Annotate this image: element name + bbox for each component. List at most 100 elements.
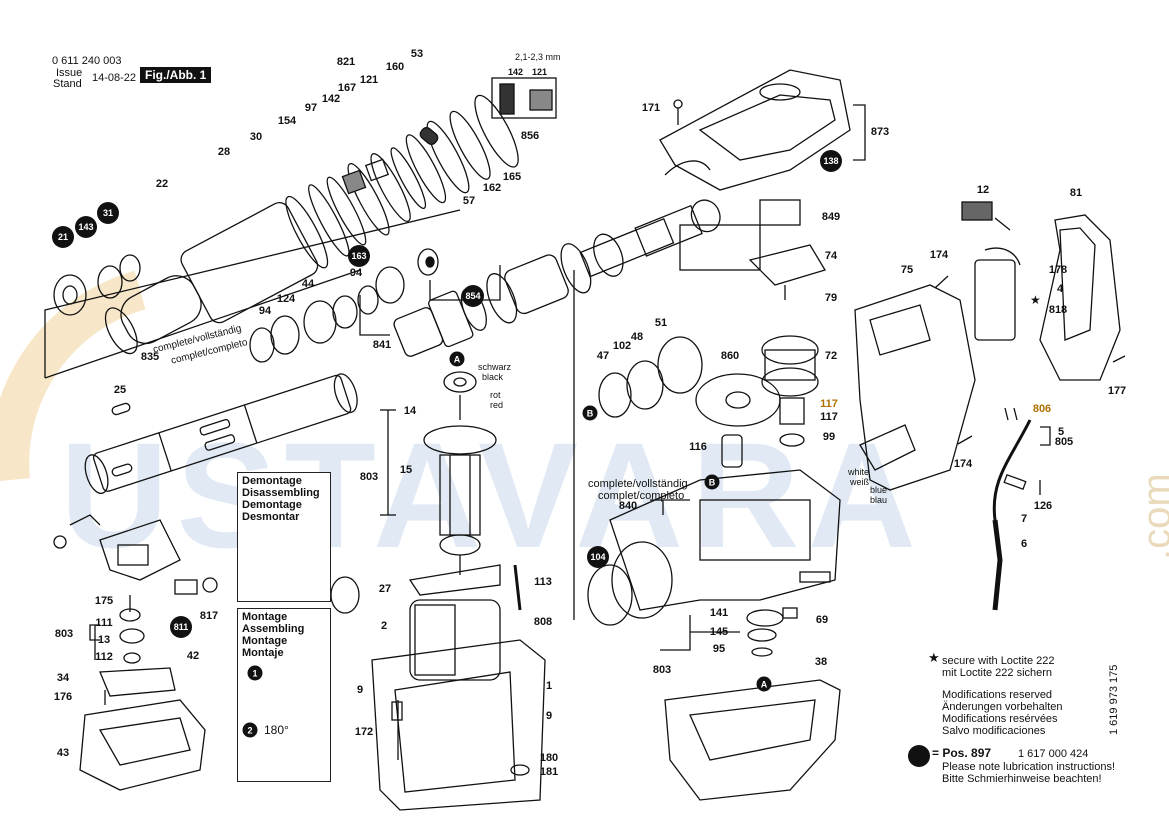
callout-34: 34 xyxy=(56,672,70,684)
note-pos-label: = Pos. 897 xyxy=(932,746,992,760)
note-lube-2: Bitte Schmierhinweise beachten! xyxy=(942,773,1102,785)
wire-weiss: weiß xyxy=(850,477,870,487)
callout-53: 53 xyxy=(410,48,424,60)
montage-line-2: Assembling xyxy=(242,623,305,635)
callout-111: 111 xyxy=(95,617,113,629)
badge-138: 138 xyxy=(820,150,842,172)
callout-117a: 117 xyxy=(820,398,838,410)
callout-12: 12 xyxy=(976,184,990,196)
callout-126: 126 xyxy=(1033,500,1053,512)
callout-808: 808 xyxy=(533,616,553,628)
dimension-left: 142 xyxy=(508,67,524,77)
badge-854: 854 xyxy=(462,285,484,307)
callout-821: 821 xyxy=(336,56,356,68)
stator xyxy=(409,599,501,681)
callout-141: 141 xyxy=(709,607,729,619)
callout-6: 6 xyxy=(1020,538,1028,550)
callout-172: 172 xyxy=(354,726,374,738)
note-mod-4: Salvo modificaciones xyxy=(942,725,1046,737)
callout-818: 818 xyxy=(1048,304,1068,316)
montage-line-3: Montage xyxy=(242,635,288,647)
montage-line-4: Montaje xyxy=(242,647,284,659)
switch-assembly xyxy=(53,514,218,595)
montage-angle: 180° xyxy=(264,723,289,737)
marker-a-2: A xyxy=(756,676,772,692)
demontage-line-2: Disassembling xyxy=(242,487,320,499)
callout-5: 5 xyxy=(1057,426,1065,438)
montage-step-2: 2 xyxy=(242,722,258,738)
callout-181: 181 xyxy=(539,766,559,778)
note-mod-3: Modifications resérvées xyxy=(942,713,1058,725)
note-lube-1: Please note lubrication instructions! xyxy=(942,761,1116,773)
callout-145: 145 xyxy=(709,626,729,638)
dimension-right: 121 xyxy=(532,67,548,77)
demontage-line-1: Demontage xyxy=(242,475,302,487)
callout-99: 99 xyxy=(822,431,836,443)
callout-47: 47 xyxy=(596,350,610,362)
hammer-tube-assembly xyxy=(104,94,519,355)
callout-7: 7 xyxy=(1020,513,1028,525)
badge-31: 31 xyxy=(97,202,119,224)
callout-121: 121 xyxy=(359,74,379,86)
badge-104: 104 xyxy=(587,546,609,568)
callout-113: 113 xyxy=(534,576,552,588)
callout-817: 817 xyxy=(199,610,219,622)
wire-schwarz: schwarz xyxy=(478,362,512,372)
top-cover xyxy=(659,69,851,191)
issue-date: 14-08-22 xyxy=(92,72,137,84)
demontage-box: Demontage Disassembling Demontage Desmon… xyxy=(237,472,331,602)
callout-117b: 117 xyxy=(820,411,838,423)
star-icon-818: ★ xyxy=(1030,293,1041,307)
callout-27: 27 xyxy=(378,583,392,595)
badge-811: 811 xyxy=(170,616,192,638)
callout-171: 171 xyxy=(641,102,661,114)
callout-51: 51 xyxy=(654,317,668,329)
callout-176: 176 xyxy=(53,691,73,703)
montage-step-1: 1 xyxy=(247,665,263,681)
part-number: 0 611 240 003 xyxy=(52,55,122,67)
note-loctite-2: mit Loctite 222 sichern xyxy=(942,667,1053,679)
callout-174a: 174 xyxy=(929,249,949,261)
callout-42: 42 xyxy=(186,650,200,662)
callout-69: 69 xyxy=(815,614,829,626)
callout-860: 860 xyxy=(720,350,740,362)
demontage-line-3: Demontage xyxy=(242,499,302,511)
gear-assembly xyxy=(598,335,819,468)
callout-162: 162 xyxy=(482,182,502,194)
callout-803c: 803 xyxy=(652,664,672,676)
figure-label: Fig./Abb. 1 xyxy=(140,67,212,83)
watermark: USTAVARA xyxy=(60,411,924,579)
wire-blau: blau xyxy=(870,495,888,505)
armature xyxy=(423,371,497,575)
callout-15: 15 xyxy=(399,464,413,476)
callout-97: 97 xyxy=(304,102,318,114)
badge-143: 143 xyxy=(75,216,97,238)
callout-74: 74 xyxy=(824,250,838,262)
callout-9b: 9 xyxy=(545,710,553,722)
callout-75: 75 xyxy=(900,264,914,276)
callout-9a: 9 xyxy=(356,684,364,696)
callout-142: 142 xyxy=(321,93,341,105)
badge-21: 21 xyxy=(52,226,74,248)
callout-124: 124 xyxy=(276,293,296,305)
callout-95: 95 xyxy=(712,643,726,655)
callout-1: 1 xyxy=(545,680,553,692)
callout-13: 13 xyxy=(97,634,111,646)
callout-43: 43 xyxy=(56,747,70,759)
callout-81: 81 xyxy=(1069,187,1083,199)
note-loctite-1: secure with Loctite 222 xyxy=(942,655,1055,667)
issue-label: Issue xyxy=(56,67,83,79)
callout-116: 116 xyxy=(689,441,707,453)
callout-165: 165 xyxy=(502,171,522,183)
dimension-range: 2,1-2,3 mm xyxy=(515,52,561,62)
wire-black: black xyxy=(482,372,504,382)
note-mod-2: Änderungen vorbehalten xyxy=(942,701,1063,713)
callout-44: 44 xyxy=(301,278,315,290)
badge-163: 163 xyxy=(348,245,370,267)
tool-holder-tube xyxy=(84,373,358,495)
callout-94a: 94 xyxy=(349,267,363,279)
callout-177: 177 xyxy=(1107,385,1127,397)
side-code: 1 619 973 175 xyxy=(1108,664,1120,735)
